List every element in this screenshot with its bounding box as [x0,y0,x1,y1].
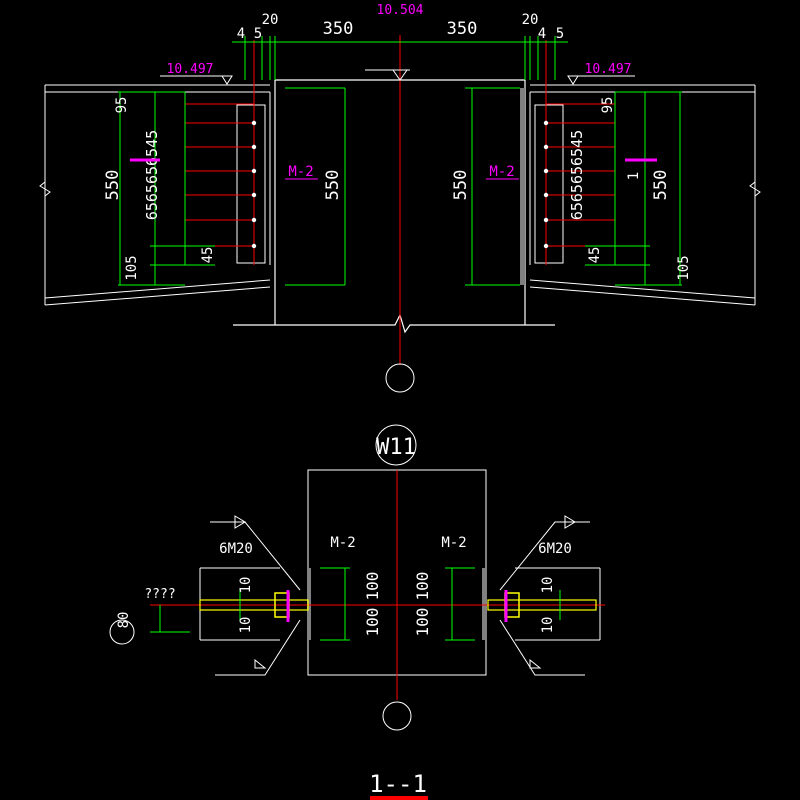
plan-dimension-lines [150,567,561,641]
left-beam-dim-550: 550 [103,170,123,201]
dim-5-left: 5 [254,26,262,42]
right-elevation-text: 10.497 [585,62,632,77]
axis-bubble-upper [385,363,415,393]
axis-bubble-lower [382,701,412,731]
left-bolt-callout: 6M20 [219,541,253,557]
dim-350-right: 350 [447,19,478,39]
left-dim-45: 45 [200,247,216,264]
section-title: 1--1 [369,770,427,798]
top-elevation-text: 10.504 [377,3,424,18]
plan-dim-80-circle [109,619,135,645]
right-dim-45: 45 [587,247,603,264]
plan-dim-100-d: 100 [413,608,432,637]
plan-dim-100-a: 100 [363,572,382,601]
left-end-plate [236,104,266,264]
dim-20-left: 20 [262,12,279,28]
unknown-label: ???? [144,587,175,602]
plan-view: 6M20 6M20 M-2 M-2 100 100 100 100 10 10 … [109,469,605,731]
right-dim-10-top: 10 [540,577,556,594]
right-plan-plate-label: M-2 [441,535,466,551]
right-bolt-callout: 6M20 [538,541,572,557]
right-beam-dim-550: 550 [651,170,671,201]
dim-4-left: 4 [237,26,245,42]
left-bolt-rows [185,103,254,247]
plan-bolt-assembly-right [487,590,597,622]
right-bolts [543,120,549,249]
right-plate-label: M-2 [489,164,514,180]
plan-beams [199,567,601,641]
column-dim-550-left: 550 [323,170,343,201]
axis-label-circle [375,424,417,466]
embedded-plate-m2 [520,88,525,285]
plan-dim-100-b: 100 [363,608,382,637]
left-bolts [251,120,257,249]
left-embedded-plate-plan [307,568,311,640]
right-bolt-pitch-stack: 6565656545 [568,130,586,220]
elevation-dimension-lines [118,36,682,286]
column-dim-550-right: 550 [451,170,471,201]
axis-label: W11 [376,435,416,460]
right-end-plate [534,104,564,264]
elevation-view: 10.504 10.497 10.497 350 350 20 20 4 5 4… [39,3,761,393]
left-dim-10-top: 10 [238,577,254,594]
section-cut-number: 1 [626,172,642,180]
left-plan-plate-label: M-2 [330,535,355,551]
plan-leaders [210,515,590,676]
elevation-markers [160,69,635,85]
right-dim-95: 95 [600,97,616,114]
plan-dim-100-c: 100 [413,572,432,601]
right-dim-105: 105 [676,255,692,280]
right-beam [529,84,761,306]
left-bolt-pitch-stack: 6565656545 [143,130,161,220]
left-plate-label: M-2 [288,164,313,180]
right-bolt-rows [546,103,615,247]
plan-bolt-assembly-left [199,590,309,622]
dim-350-left: 350 [323,19,354,39]
left-elevation-text: 10.497 [167,62,214,77]
right-dim-10-bottom: 10 [540,617,556,634]
left-dim-10-bottom: 10 [238,617,254,634]
dim-20-right: 20 [522,12,539,28]
dim-5-right: 5 [556,26,564,42]
left-dim-95: 95 [114,97,130,114]
right-embedded-plate-plan [482,568,486,640]
dim-4-right: 4 [538,26,546,42]
left-dim-105: 105 [124,255,140,280]
